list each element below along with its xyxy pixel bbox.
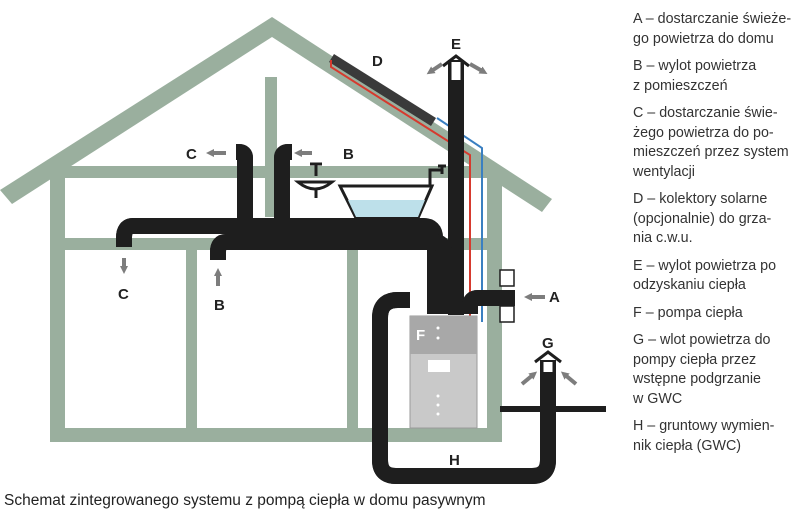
arrow-e-right: [469, 62, 488, 74]
diagram-caption: Schemat zintegrowanego systemu z pompą c…: [4, 492, 486, 509]
sink-tap-icon: [310, 162, 322, 198]
legend-item-f: F – pompa ciepła: [633, 304, 743, 321]
arrow-e-left: [426, 62, 444, 75]
legend-item-b: B – wylot powietrza z pomieszczeń: [633, 58, 757, 94]
arrow-g-left: [520, 371, 538, 386]
legend-item-g: G – wlot powietrza do pompy ciepła przez…: [633, 332, 771, 407]
arrow-g-right: [560, 371, 578, 386]
label-h: H: [449, 452, 460, 469]
faucet-icon: [428, 164, 446, 186]
legend-item-a: A – dostarczanie świeże- go powietrza do…: [633, 11, 792, 47]
wall-left: [50, 170, 65, 442]
legend-item-c: C – dostarczanie świe- żego powietrza do…: [633, 105, 789, 180]
legend-item-d: D – kolektory solarne (opcjonalnie) do g…: [633, 191, 772, 246]
ducts: [116, 60, 556, 484]
label-c-upper: C: [186, 146, 197, 163]
sink-icon: [293, 180, 337, 191]
roof-left: [0, 17, 272, 204]
ground-line: [500, 406, 606, 412]
intake-cap: [534, 350, 562, 364]
interior-post-1: [186, 238, 197, 438]
wall-vent-top: [499, 269, 515, 287]
ground-floor-beam: [50, 428, 495, 442]
heat-pump: [409, 315, 478, 429]
label-d: D: [372, 53, 383, 70]
legend-item-h: H – gruntowy wymien- nik ciepła (GWC): [633, 418, 775, 454]
label-b-lower: B: [214, 297, 225, 314]
legend: A – dostarczanie świeże- go powietrza do…: [633, 10, 811, 464]
label-g: G: [542, 335, 554, 352]
label-c-lower: C: [118, 286, 129, 303]
exhaust-cap: [442, 54, 470, 68]
wall-vent-bottom: [499, 305, 515, 323]
label-b-upper: B: [343, 146, 354, 163]
label-e: E: [451, 36, 461, 53]
interior-post-2: [347, 238, 358, 438]
bathroom-fixtures: [293, 162, 446, 220]
flow-arrows: [120, 62, 578, 386]
legend-item-e: E – wylot powietrza po odzyskaniu ciepła: [633, 257, 777, 294]
label-f: F: [416, 327, 425, 344]
label-a: A: [549, 289, 560, 306]
solar-pipe-red: [330, 60, 471, 322]
